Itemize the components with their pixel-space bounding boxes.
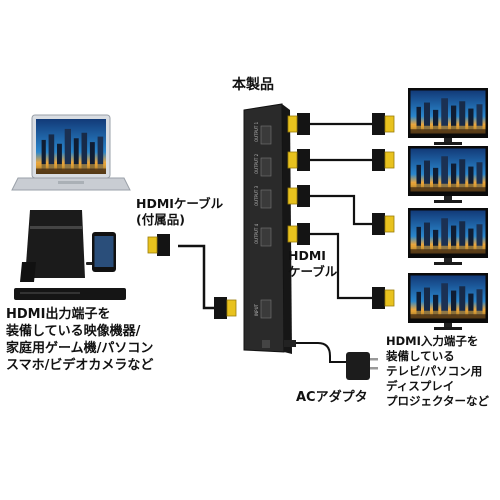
hdmi-cable-included-label: HDMIケーブル (付属品) (136, 196, 224, 227)
target-devices-label: HDMI入力端子を 装備している テレビ/パソコン用 ディスプレイ プロジェクタ… (386, 334, 490, 408)
input-hdmi-cable (178, 244, 214, 310)
port-label-output3: OUTPUT 3 (254, 185, 259, 206)
port-label-output1: OUTPUT 1 (254, 121, 259, 142)
port-label-input: INPUT (254, 303, 259, 316)
hdmi-cable-label: HDMI ケーブル (288, 248, 338, 279)
input-cable-connector-right (213, 296, 237, 320)
tv-image-2 (408, 146, 488, 203)
port-label-output4: OUTPUT 4 (254, 223, 259, 244)
media-player-image (14, 288, 126, 300)
output-connectors-near (287, 112, 311, 246)
product-label: 本製品 (232, 77, 274, 93)
source-devices-label: HDMI出力端子を 装備している映像機器/ 家庭用ゲーム機/パソコン スマホ/ビ… (6, 307, 154, 373)
output-connectors-far (371, 112, 395, 310)
ac-adapter-image (284, 340, 378, 380)
laptop-image (11, 114, 131, 191)
port-label-output2: OUTPUT 2 (254, 153, 259, 174)
tv-image-3 (408, 208, 488, 265)
input-cable-connector-left (147, 233, 171, 257)
hdmi-splitter-device: OUTPUT 1 OUTPUT 2 OUTPUT 3 OUTPUT 4 INPU… (243, 103, 292, 354)
smartphone-image (92, 232, 116, 272)
tv-image-1 (408, 88, 488, 145)
game-console-image (20, 210, 114, 282)
output-hdmi-cables (310, 122, 372, 300)
tv-image-4 (408, 273, 488, 330)
ac-adapter-label: ACアダプタ (296, 390, 368, 405)
